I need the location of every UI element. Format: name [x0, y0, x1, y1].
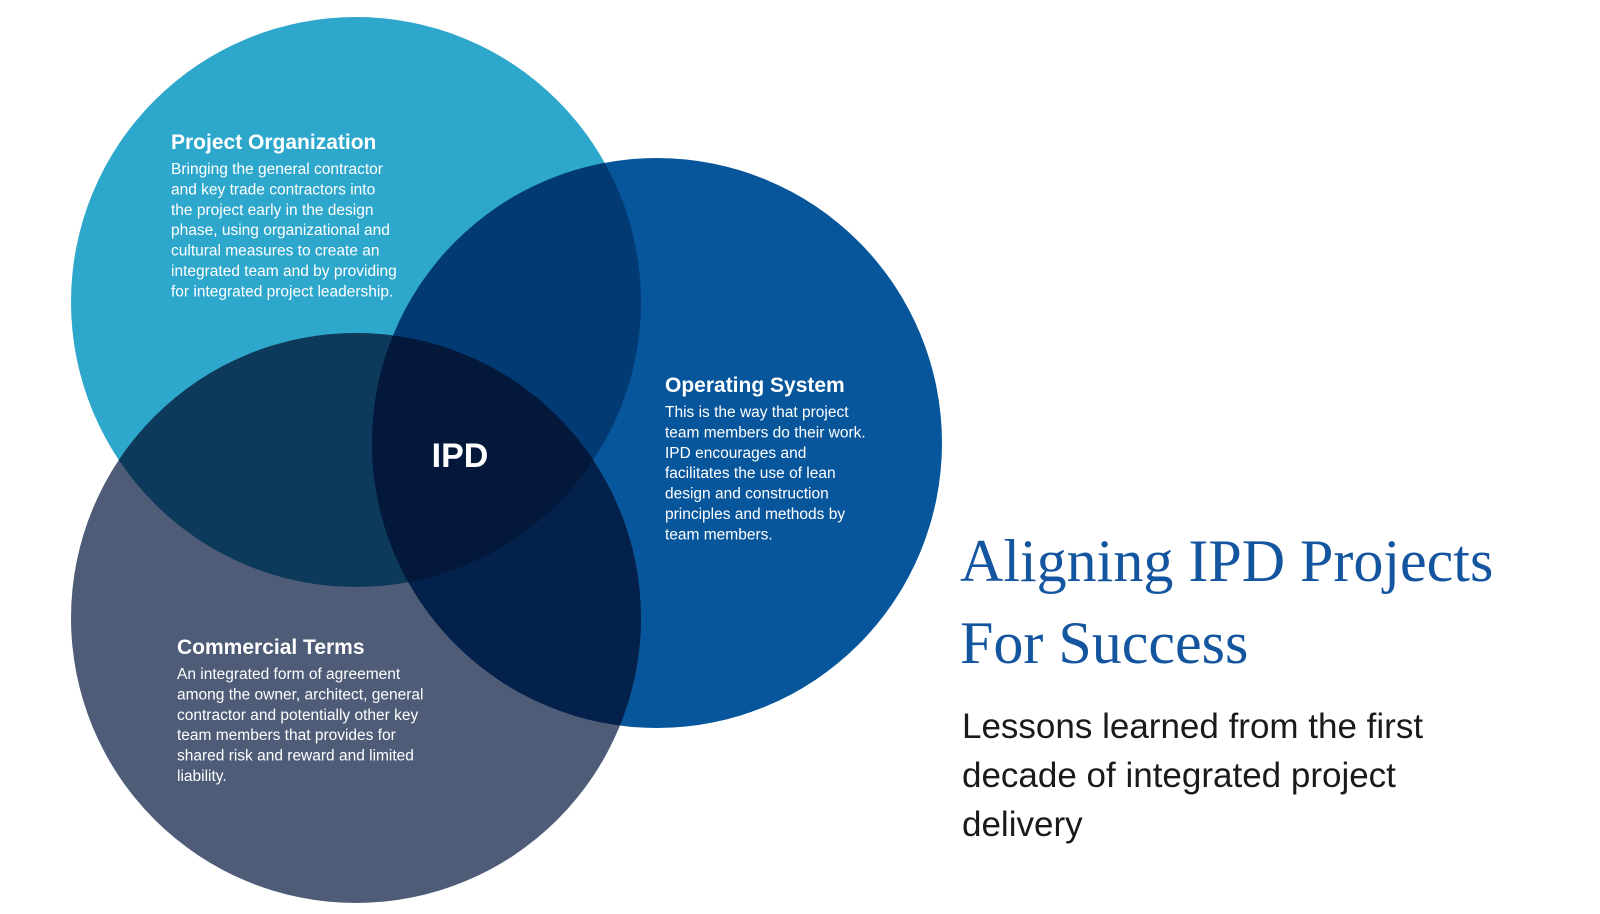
- headline-line-2: For Success: [960, 610, 1249, 676]
- operating-system-title: Operating System: [665, 374, 845, 397]
- project-organization-body: Bringing the general contractor and key …: [171, 161, 401, 300]
- project-organization-title: Project Organization: [171, 131, 376, 154]
- subtitle-line-1: Lessons learned from the first: [962, 707, 1424, 746]
- headline-line-1: Aligning IPD Projects: [960, 528, 1494, 594]
- operating-system-body: This is the way that project team member…: [665, 404, 870, 543]
- subtitle-line-2: decade of integrated project: [962, 756, 1396, 795]
- commercial-terms-title: Commercial Terms: [177, 636, 365, 659]
- headline: Aligning IPD Projects For Success: [960, 520, 1580, 684]
- venn-diagram: Project Organization Bringing the genera…: [71, 17, 942, 903]
- subtitle: Lessons learned from the first decade of…: [962, 702, 1562, 849]
- commercial-terms-body: An integrated form of agreement among th…: [177, 666, 428, 785]
- center-overlap: [372, 333, 641, 587]
- ipd-center-label: IPD: [432, 437, 489, 475]
- subtitle-line-3: delivery: [962, 805, 1083, 844]
